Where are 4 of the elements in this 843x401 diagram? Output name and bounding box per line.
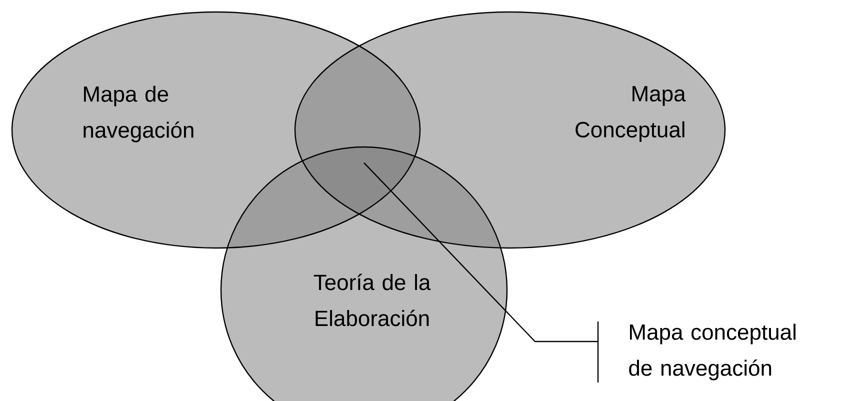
node-label: Teoría de la Elaboración <box>314 274 431 326</box>
leader-line <box>364 162 598 342</box>
node-label: Mapa Conceptual <box>576 86 686 142</box>
bracketed-callout: Mapa conceptual de navegación <box>597 322 796 382</box>
